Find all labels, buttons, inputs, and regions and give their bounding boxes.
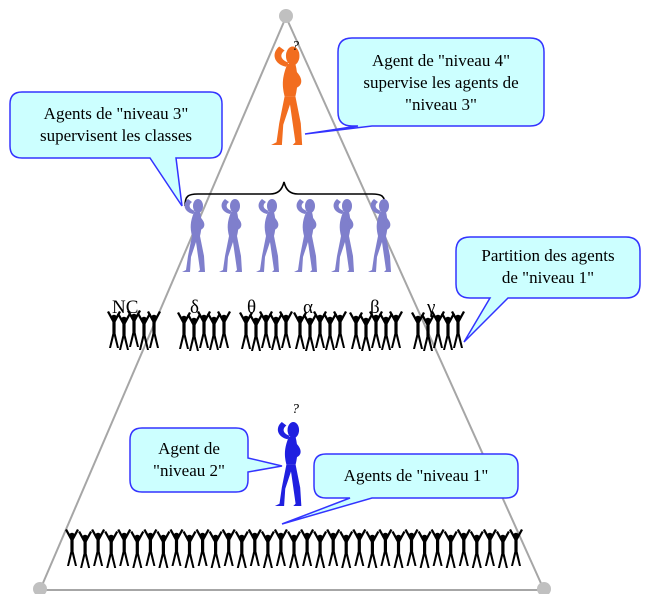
level1-group-delta [177, 311, 231, 351]
level1-agent-icon [247, 529, 262, 566]
level1-agent-icon [443, 531, 458, 568]
level3-agents [182, 199, 391, 272]
bubble-level1-text: Agents de "niveau 1" [314, 465, 518, 487]
bubble-level2-line1: Agent de [158, 439, 220, 458]
level3-agent-icon [294, 199, 317, 272]
class-label-nc: NC [112, 297, 138, 318]
bubble-level1 [281, 453, 519, 525]
level1-agent-icon [352, 529, 367, 566]
vertex-left [33, 582, 47, 594]
level1-agent-icon [104, 531, 119, 568]
level1-agent-icon [365, 531, 380, 568]
level2-question-mark: ? [292, 402, 299, 417]
classes-brace [184, 181, 386, 207]
class-label-theta: θ [247, 297, 256, 318]
level1-agent-icon [221, 529, 236, 566]
bubble-level2-line2: "niveau 2" [153, 461, 225, 480]
level1-agent-icon [339, 531, 354, 568]
bubble-level2 [129, 427, 283, 493]
level1-agent-icon [482, 529, 497, 566]
level3-agent-icon [368, 199, 391, 272]
bubble-partition-line2: de "niveau 1" [501, 268, 595, 287]
bubble-level4-line3: "niveau 3" [405, 95, 477, 114]
level1-agent-icon [208, 531, 223, 568]
level1-agent-icon [260, 531, 275, 568]
level1-agent-icon [195, 529, 210, 566]
level1-agent-icon [273, 529, 288, 566]
level1-agent-icon [156, 531, 171, 568]
level1-agent-icon [117, 529, 132, 566]
class-label-delta: δ [190, 297, 199, 318]
level3-agent-icon [219, 199, 242, 272]
vertex-right [537, 582, 551, 594]
level1-agent-icon [430, 529, 445, 566]
level1-agent-icon [456, 529, 471, 566]
level1-partition-groups [107, 310, 465, 351]
level3-agent-icon [331, 199, 354, 272]
level1-agent-icon [130, 531, 145, 568]
level1-agent-icon [234, 531, 249, 568]
level4-question-mark: ? [292, 39, 299, 54]
bubble-level3-line1: Agents de "niveau 3" [43, 104, 189, 123]
bubble-level4-line2: supervise les agents de [363, 73, 519, 92]
level1-agents-bottom [65, 529, 523, 568]
level1-agent-icon [143, 529, 158, 566]
level1-agent-icon [313, 531, 328, 568]
level1-agent-icon [391, 531, 406, 568]
bubble-level3-text: Agents de "niveau 3" supervisent les cla… [10, 103, 222, 147]
level1-agent-icon [287, 531, 301, 568]
level1-agent-icon [78, 531, 93, 568]
bubble-level1-line1: Agents de "niveau 1" [343, 466, 489, 485]
bubble-level2-text: Agent de "niveau 2" [130, 438, 248, 482]
bubble-level3 [9, 91, 223, 207]
class-label-alpha: α [303, 297, 313, 318]
class-label-gamma: γ [426, 297, 435, 318]
level1-agent-icon [495, 531, 510, 568]
level1-agent-icon [509, 529, 523, 566]
level1-agent-icon [326, 529, 341, 566]
level1-agent-icon [469, 531, 484, 568]
vertex-top [279, 9, 293, 23]
level1-group-alpha [293, 311, 347, 351]
class-label-beta: β [370, 297, 380, 318]
level1-agent-icon [91, 529, 106, 566]
level1-agent-icon [65, 529, 79, 566]
level1-agent-icon [182, 531, 197, 568]
level1-agent-icon [404, 529, 419, 566]
bubble-partition-line1: Partition des agents [481, 246, 615, 265]
level1-agent-icon [417, 531, 432, 568]
level2-agent-icon [274, 422, 302, 506]
level4-agent-icon [271, 46, 303, 145]
level1-group-gamma [411, 311, 465, 351]
level1-agent-icon [300, 529, 315, 566]
bubble-partition [455, 236, 641, 343]
pyramid-left-edge [39, 16, 287, 591]
bubble-partition-text: Partition des agents de "niveau 1" [456, 245, 640, 289]
level1-agent-icon [169, 529, 184, 566]
level1-agent-icon [378, 529, 393, 566]
level3-agent-icon [256, 199, 279, 272]
bubble-level4-text: Agent de "niveau 4" supervise les agents… [338, 50, 544, 116]
level3-agent-icon [182, 199, 205, 272]
bubble-level4-line1: Agent de "niveau 4" [371, 51, 511, 70]
bubble-level3-line2: supervisent les classes [39, 126, 193, 145]
bubble-level4 [304, 37, 545, 135]
